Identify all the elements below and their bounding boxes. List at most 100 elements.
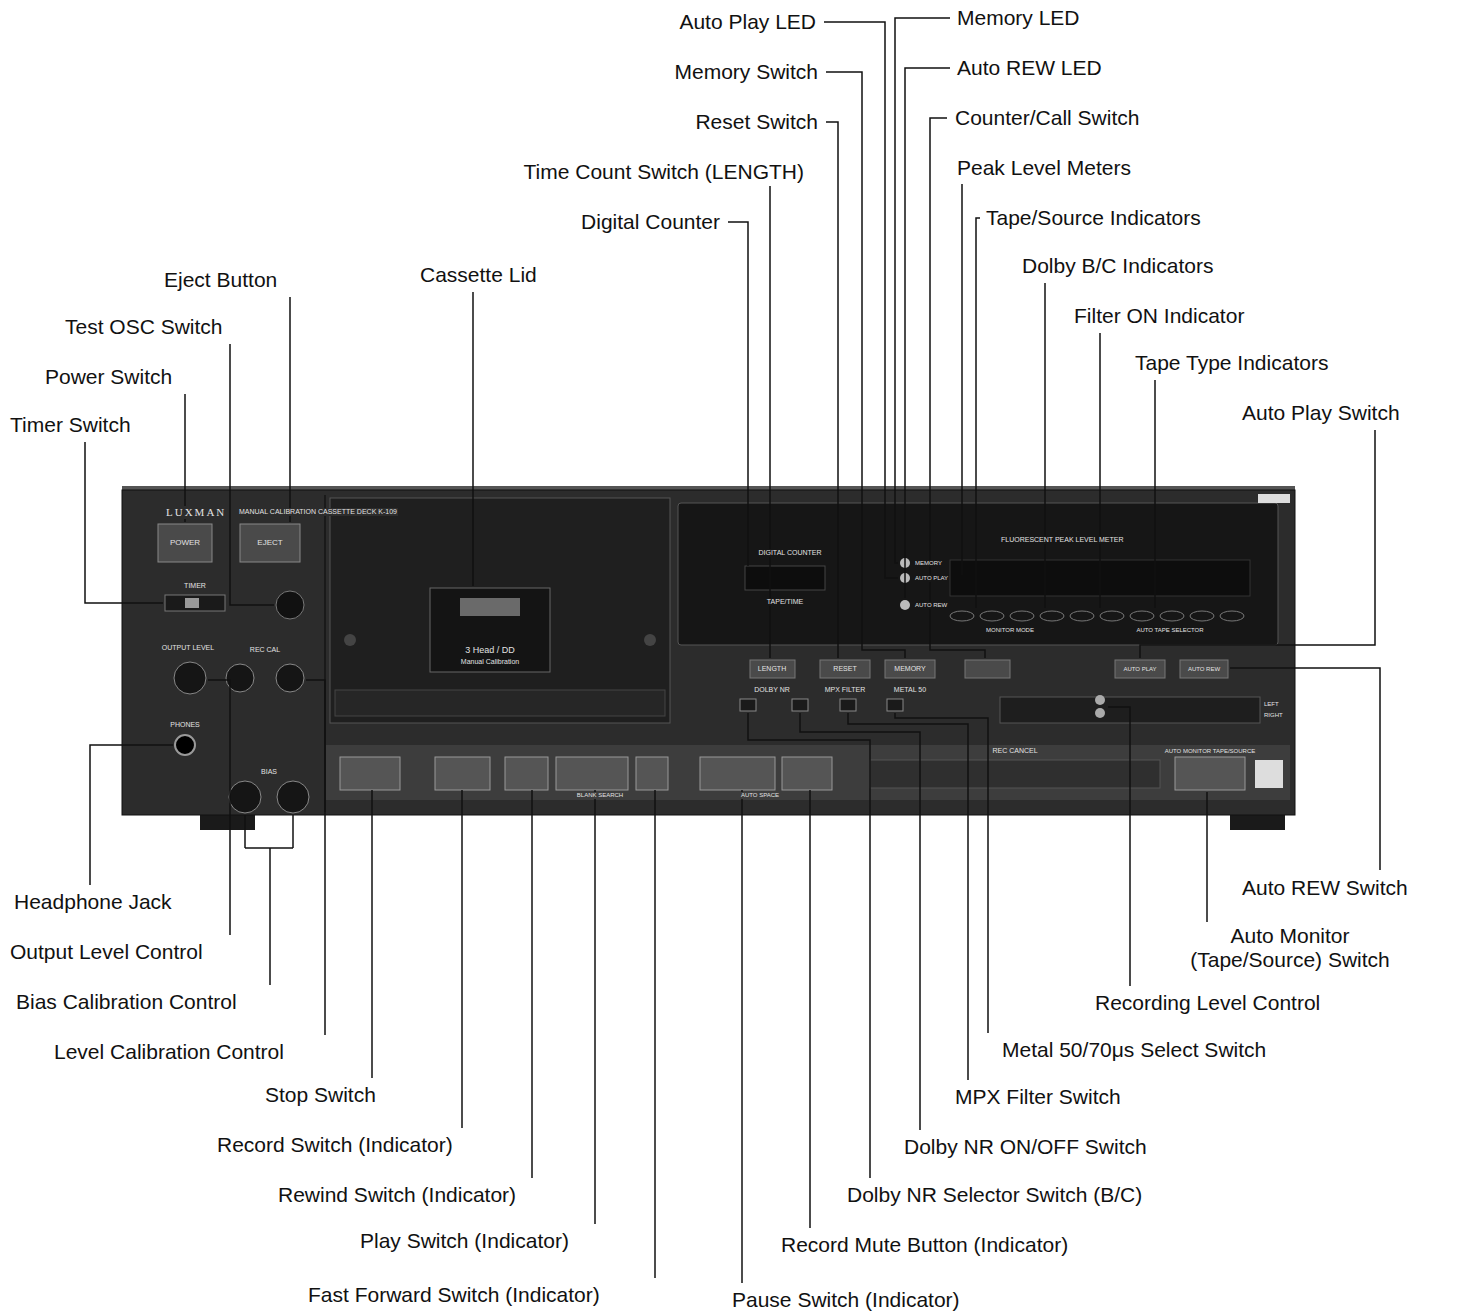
logo xyxy=(1255,760,1283,788)
leader-line xyxy=(800,713,920,1130)
panel-marking: MANUAL CALIBRATION CASSETTE DECK K-109 xyxy=(238,508,398,516)
leader-line xyxy=(824,22,898,578)
callout-label: Dolby NR Selector Switch (B/C) xyxy=(845,1183,1144,1207)
timer-switch xyxy=(165,595,225,611)
leader-line xyxy=(769,186,771,658)
digital-counter xyxy=(745,566,825,590)
panel-marking: AUTO TAPE SELECTOR xyxy=(1135,627,1204,634)
callout-label: Headphone Jack xyxy=(12,890,174,914)
leader-line xyxy=(461,790,463,1128)
callout-label: Auto REW LED xyxy=(955,56,1104,80)
callout-label: Digital Counter xyxy=(579,210,722,234)
callout-label: Dolby NR ON/OFF Switch xyxy=(902,1135,1149,1159)
panel-marking: DOLBY NR xyxy=(753,686,791,694)
level-knob xyxy=(1095,708,1105,718)
leader-line xyxy=(269,848,271,985)
callout-label: Fast Forward Switch (Indicator) xyxy=(306,1283,602,1307)
callout-label: Reset Switch xyxy=(693,110,820,134)
leader-line xyxy=(809,790,811,1228)
panel-marking: Manual Calibration xyxy=(460,658,520,666)
transport-strip xyxy=(325,745,1290,800)
panel-marking: MPX FILTER xyxy=(824,686,867,694)
leader-line xyxy=(594,790,596,1224)
headphone-jack xyxy=(175,735,195,755)
leader-line xyxy=(1140,430,1375,658)
panel-marking: POWER xyxy=(169,538,201,548)
leader-line xyxy=(90,745,173,885)
callout-label: Rewind Switch (Indicator) xyxy=(276,1183,518,1207)
bias-knob xyxy=(277,781,309,813)
display-window xyxy=(678,503,1278,645)
leader-line xyxy=(895,713,988,1033)
rec-cal-knob xyxy=(276,664,304,692)
panel-marking: MONITOR MODE xyxy=(985,627,1035,634)
callout-label: Time Count Switch (LENGTH) xyxy=(522,160,806,184)
callout-label: Recording Level Control xyxy=(1093,991,1322,1015)
callout-label: Level Calibration Control xyxy=(52,1040,286,1064)
cassette-lid xyxy=(330,498,670,723)
leader-line xyxy=(1230,668,1380,870)
indicator-ovals xyxy=(950,611,1244,621)
output-knob xyxy=(174,662,206,694)
leader-line xyxy=(905,68,950,598)
panel-marking: 3 Head / DD xyxy=(464,645,516,656)
callout-label: Eject Button xyxy=(162,268,279,292)
panel-marking: PHONES xyxy=(169,721,201,729)
leader-line xyxy=(531,790,533,1178)
callout-label: Stop Switch xyxy=(263,1083,378,1107)
eject-button xyxy=(240,524,300,562)
panel-marking: MEMORY xyxy=(893,665,926,673)
panel-marking: REC CAL xyxy=(249,646,281,654)
tape-window xyxy=(460,598,520,616)
leader-line xyxy=(826,72,905,658)
callout-label: Timer Switch xyxy=(8,413,133,437)
panel-marking: BLANK SEARCH xyxy=(576,792,624,799)
panel-marking: AUTO PLAY xyxy=(914,575,949,582)
panel-marking: METAL 50 xyxy=(893,686,927,694)
panel-marking: AUTO REW xyxy=(914,602,948,609)
leader-line xyxy=(848,713,968,1080)
leader-line xyxy=(184,394,186,522)
level-knob xyxy=(1095,695,1105,705)
panel-marking: AUTO PLAY xyxy=(1122,666,1157,673)
leader-line xyxy=(961,184,963,575)
leader-line xyxy=(289,297,291,522)
transport-buttons xyxy=(340,757,1245,790)
callout-label: Tape Type Indicators xyxy=(1133,351,1330,375)
leader-line xyxy=(654,790,656,1278)
callout-label: Dolby B/C Indicators xyxy=(1020,254,1215,278)
callout-label: Peak Level Meters xyxy=(955,156,1133,180)
cassette-window xyxy=(430,588,550,672)
panel-marking: DIGITAL COUNTER xyxy=(757,549,822,557)
leader-line xyxy=(1108,707,1130,986)
led xyxy=(900,600,910,610)
leader-line xyxy=(208,680,230,935)
callout-label: Test OSC Switch xyxy=(63,315,225,339)
panel-marking: OUTPUT LEVEL xyxy=(161,644,215,652)
panel-marking: AUTO SPACE xyxy=(740,792,780,799)
callout-label: Memory Switch xyxy=(672,60,820,84)
callout-label: Metal 50/70μs Select Switch xyxy=(1000,1038,1268,1062)
panel-marking: RIGHT xyxy=(1263,712,1284,719)
callout-label: Record Switch (Indicator) xyxy=(215,1133,455,1157)
power-button xyxy=(158,524,212,562)
panel-marking: AUTO REW xyxy=(1187,666,1221,673)
leader-line xyxy=(895,18,950,563)
panel-marking: TAPE/TIME xyxy=(766,598,804,606)
leader-line xyxy=(1044,283,1046,608)
lid-lip xyxy=(335,690,665,716)
panel-marking: EJECT xyxy=(256,538,283,548)
callout-label: Filter ON Indicator xyxy=(1072,304,1246,328)
leader-line xyxy=(292,815,294,848)
deck-body xyxy=(122,490,1295,815)
panel-marking: TIMER xyxy=(183,582,207,590)
leader-line xyxy=(306,680,325,1035)
callout-label: Cassette Lid xyxy=(418,263,539,287)
panel-marking: LUXMAN xyxy=(165,506,227,519)
leader-line xyxy=(244,815,246,848)
callout-label: Pause Switch (Indicator) xyxy=(730,1288,962,1312)
leader-line xyxy=(472,292,474,586)
